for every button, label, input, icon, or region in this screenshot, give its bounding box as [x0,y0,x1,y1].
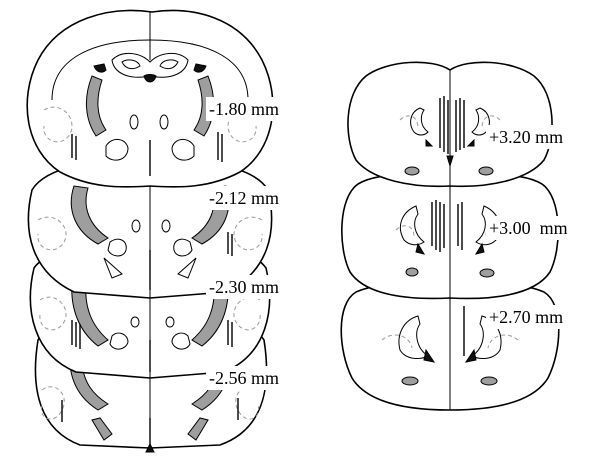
depth-label-minus-2-30: -2.30 mm [209,277,279,297]
depth-label-plus-3-00: +3.00 mm [489,218,568,238]
depth-label-minus-2-56: -2.56 mm [209,368,279,388]
depth-label-minus-1-80: -1.80 mm [209,99,279,119]
coronal-section-plus-2-70 [341,285,559,410]
depth-label-minus-2-12: -2.12 mm [209,188,279,208]
depth-label-plus-2-70: +2.70 mm [489,307,563,327]
right-panel: +3.20 mm +3.00 mm +2.70 mm [341,62,590,410]
depth-label-plus-3-20: +3.20 mm [489,127,563,147]
coronal-section-plus-3-20 [348,62,552,186]
left-panel: -1.80 mm -2.12 mm -2.30 mm -2.56 mm [27,11,296,452]
